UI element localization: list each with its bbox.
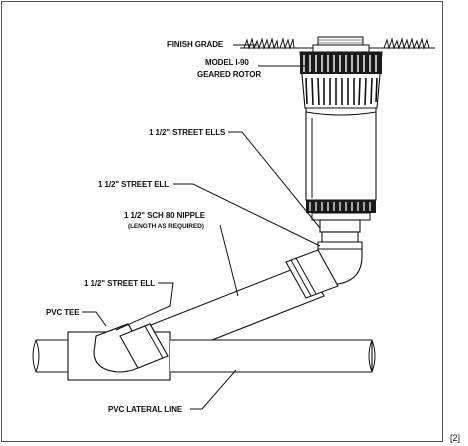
label-pvc-lateral-line: PVC LATERAL LINE [108,405,183,414]
label-geared-rotor: GEARED ROTOR [197,70,261,79]
label-model: MODEL I-90 [205,58,249,67]
figure-frame [1,1,443,442]
leader-lines [82,44,321,410]
rotor-head [299,36,383,221]
label-nipple: 1 1/2" SCH 80 NIPPLE [124,211,206,220]
label-pvc-tee: PVC TEE [46,308,80,317]
label-finish-grade: FINISH GRADE [167,40,224,49]
label-nipple-length: (LENGTH AS REQUIRED) [128,223,204,230]
label-street-ells: 1 1/2" STREET ELLS [149,128,226,137]
pvc-lateral-line [32,323,376,381]
label-street-ell-upper: 1 1/2" STREET ELL [98,180,169,189]
reference-tag: [2] [450,433,461,443]
label-street-ell-lower: 1 1/2" STREET ELL [84,279,155,288]
